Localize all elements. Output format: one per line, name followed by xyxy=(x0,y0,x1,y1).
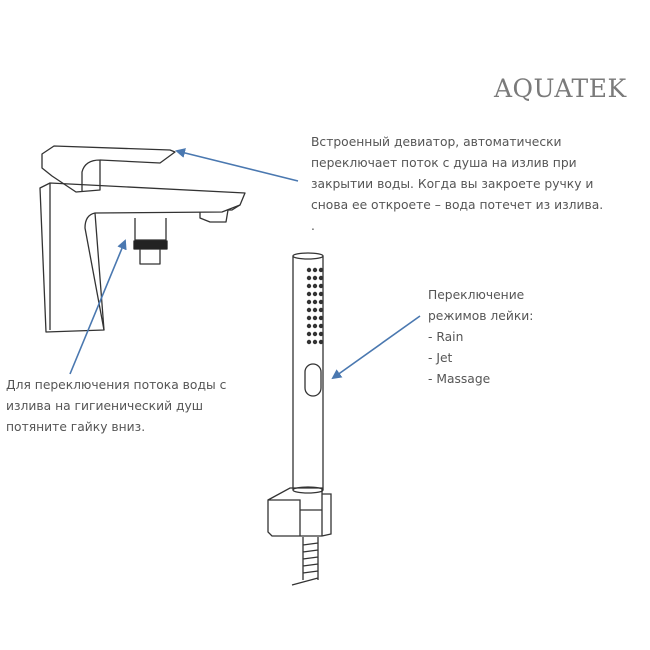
hand-shower-drawing xyxy=(267,252,332,586)
callout-arrows xyxy=(69,148,421,380)
modes-annotation: Переключение режимов лейки: - Rain - Jet - M… xyxy=(428,285,533,390)
diverter-annotation: Встроенный девиатор, автоматически перекл… xyxy=(311,132,603,237)
diverter-nut xyxy=(134,218,167,241)
annotation-line: - Jet xyxy=(428,351,453,365)
annotation-line: Переключение xyxy=(428,288,525,302)
annotation-line: переключает поток с душа на излив при xyxy=(311,156,577,170)
annotation-line: закрытии воды. Когда вы закроете ручку и xyxy=(311,177,594,191)
spray-nozzles xyxy=(306,267,324,345)
faucet-handle xyxy=(41,145,176,193)
annotation-line: Для переключения потока воды с xyxy=(6,378,227,392)
faucet-body xyxy=(39,182,246,333)
annotation-line: излива на гигиенический душ xyxy=(6,399,204,413)
annotation-line: - Rain xyxy=(428,330,464,344)
arrow-to-mode-button xyxy=(331,315,421,380)
mode-button xyxy=(304,363,322,397)
annotation-line: потяните гайку вниз. xyxy=(6,420,146,434)
pull-nut-annotation: Для переключения потока воды с излива на … xyxy=(6,375,226,438)
annotation-line: . xyxy=(311,219,315,233)
arrow-to-handle xyxy=(175,148,299,182)
annotation-line: - Massage xyxy=(428,372,491,386)
annotation-line: снова ее откроете – вода потечет из изли… xyxy=(311,198,604,212)
hose xyxy=(291,537,319,586)
faucet-drawing xyxy=(39,145,246,333)
wall-bracket xyxy=(267,487,332,537)
arrow-to-nut xyxy=(69,239,127,375)
annotation-line: режимов лейки: xyxy=(428,309,534,323)
annotation-line: Встроенный девиатор, автоматически xyxy=(311,135,562,149)
aquatek-logo: AQUATEK xyxy=(494,74,627,103)
faucet-spout xyxy=(199,204,241,223)
